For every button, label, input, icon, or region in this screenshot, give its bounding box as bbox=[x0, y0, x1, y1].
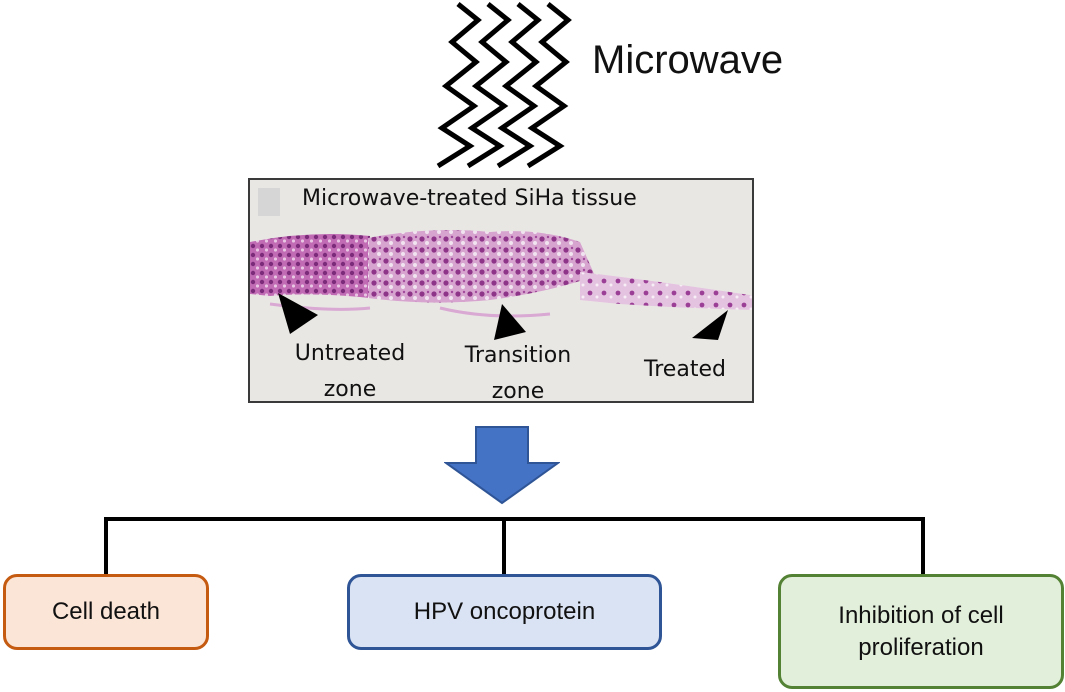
hpv-oncoprotein-box: HPV oncoprotein bbox=[347, 574, 662, 650]
inhibition-proliferation-box: Inhibition of cell proliferation bbox=[778, 574, 1064, 689]
untreated-zone-line1: Untreated bbox=[294, 341, 406, 366]
down-arrow-icon bbox=[444, 426, 560, 505]
cell-death-box: Cell death bbox=[3, 574, 209, 650]
untreated-zone-line2: zone bbox=[323, 377, 377, 402]
panel-corner-mark bbox=[258, 188, 280, 216]
inhibition-label-line1: Inhibition of cell bbox=[838, 601, 1004, 629]
hpv-oncoprotein-label: HPV oncoprotein bbox=[413, 598, 596, 625]
transition-zone-label: Transition zone bbox=[448, 338, 588, 403]
untreated-zone-label: Untreated zone bbox=[270, 336, 430, 402]
microwave-label: Microwave bbox=[592, 38, 784, 82]
treated-zone-label: Treated bbox=[644, 357, 726, 382]
cell-death-label: Cell death bbox=[51, 598, 161, 625]
transition-zone-line2: zone bbox=[491, 379, 545, 403]
microwave-waves-icon bbox=[436, 2, 572, 169]
tissue-micrograph bbox=[250, 230, 752, 340]
panel-title: Microwave-treated SiHa tissue bbox=[302, 186, 637, 211]
tissue-image-panel: Microwave-treated SiHa tissue bbox=[248, 178, 754, 403]
transition-zone-line1: Transition bbox=[464, 343, 572, 368]
inhibition-label-line2: proliferation bbox=[858, 633, 984, 661]
